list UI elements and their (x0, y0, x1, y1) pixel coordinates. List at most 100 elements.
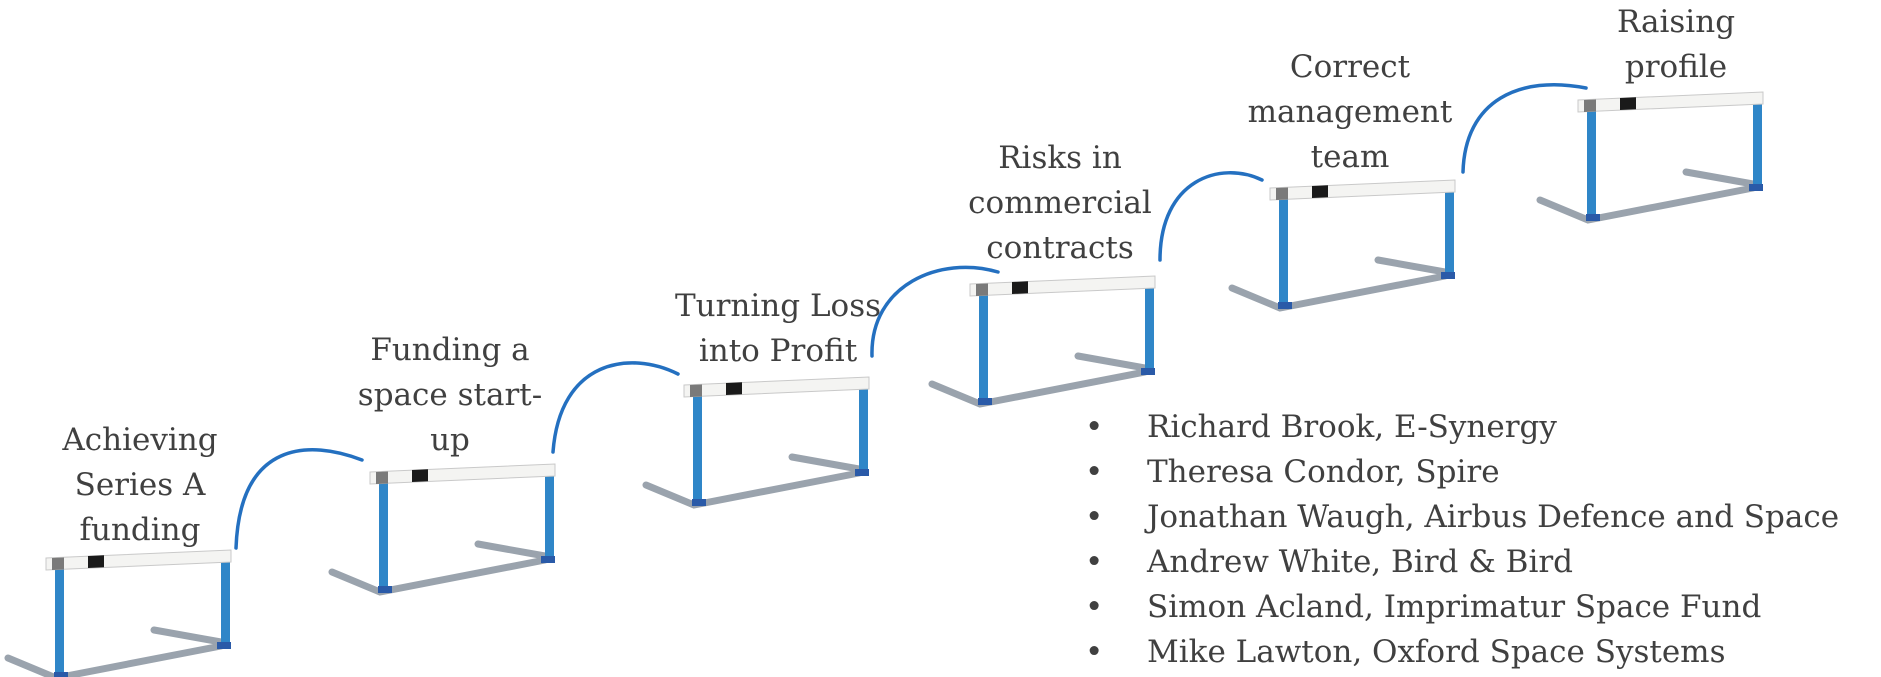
speaker-list: • Richard Brook, E-Synergy • Theresa Condor… (1085, 405, 1839, 675)
hurdle-left-post (693, 395, 702, 503)
hurdle-foot-rail (1682, 168, 1757, 188)
bullet-icon: • (1085, 409, 1104, 445)
hurdle-base (1536, 184, 1757, 224)
jump-arc-3 (870, 265, 1000, 358)
hurdle-foot (978, 398, 992, 405)
hurdle-bar (683, 376, 870, 398)
hurdle-bar-stripe (1620, 97, 1636, 110)
hurdle-foot (54, 672, 68, 677)
hurdle-foot (692, 499, 706, 506)
hurdle-foot-rail (1374, 256, 1449, 276)
hurdle-bar-stripe (1312, 185, 1328, 198)
hurdle-bar (1269, 179, 1456, 201)
hurdle-foot (1141, 368, 1155, 375)
speaker-item: • Jonathan Waugh, Airbus Defence and Spac… (1085, 495, 1839, 540)
speaker-name: Theresa Condor, Spire (1147, 454, 1500, 490)
jump-arc-4 (1158, 171, 1264, 262)
hurdle-label-line: Correct (1289, 49, 1411, 85)
bullet-icon: • (1085, 454, 1104, 490)
speaker-name: Mike Lawton, Oxford Space Systems (1147, 634, 1726, 670)
hurdle-label-line: space start- (357, 377, 543, 413)
hurdle-label-line: Raising (1616, 4, 1736, 40)
hurdle-label-line: funding (79, 512, 201, 548)
hurdle-bar (45, 549, 232, 571)
hurdle-4 (928, 275, 1156, 408)
hurdle-right-post (221, 560, 230, 646)
bullet-icon: • (1085, 634, 1104, 670)
hurdle-left-post (379, 482, 388, 590)
hurdle-label-line: management (1247, 94, 1453, 130)
hurdle-foot (1749, 184, 1763, 191)
hurdle-foot-rail (1074, 352, 1149, 372)
hurdle-base (928, 368, 1149, 408)
hurdle-left-post (55, 568, 64, 676)
hurdle-foot (1278, 302, 1292, 309)
hurdle-label-line: profile (1624, 49, 1728, 85)
hurdle-right-post (1145, 286, 1154, 372)
jump-arc-5 (1461, 83, 1588, 174)
hurdle-bar-stripe (412, 469, 428, 482)
speaker-name: Jonathan Waugh, Airbus Defence and Space (1147, 499, 1840, 535)
hurdle-foot (1586, 214, 1600, 221)
hurdle-foot (541, 556, 555, 563)
hurdle-left-post (1587, 110, 1596, 218)
hurdle-bar-stripe (726, 382, 742, 395)
hurdle-bar (369, 463, 556, 485)
speaker-item: • Mike Lawton, Oxford Space Systems (1085, 630, 1839, 675)
hurdle-bar-stripe (1584, 99, 1596, 112)
hurdle-bar-stripe (1012, 281, 1028, 294)
hurdle-left-post (1279, 198, 1288, 306)
hurdle-right-post (1753, 102, 1762, 188)
hurdle-bar-stripe (976, 283, 988, 296)
hurdle-bar-stripe (52, 557, 64, 570)
hurdle-right-post (859, 387, 868, 473)
hurdle-label-line: Achieving (62, 422, 218, 458)
bullet-icon: • (1085, 499, 1104, 535)
hurdle-left-post (979, 294, 988, 402)
hurdle-base (4, 642, 225, 677)
hurdle-bar-stripe (1276, 187, 1288, 200)
hurdle-label-line: into Profit (698, 333, 858, 369)
hurdle-bar (1577, 91, 1764, 113)
hurdle-label-line: team (1310, 139, 1390, 175)
speaker-name: Simon Acland, Imprimatur Space Fund (1147, 589, 1762, 625)
speaker-item: • Richard Brook, E-Synergy (1085, 405, 1839, 450)
hurdle-right-post (1445, 190, 1454, 276)
bullet-icon: • (1085, 589, 1104, 625)
hurdle-bar (969, 275, 1156, 297)
hurdle-label-line: Funding a (370, 332, 530, 368)
hurdle-foot (378, 586, 392, 593)
hurdle-label-line: Turning Loss (674, 288, 882, 324)
hurdle-right-post (545, 474, 554, 560)
speaker-item: • Simon Acland, Imprimatur Space Fund (1085, 585, 1839, 630)
hurdle-bar-stripe (376, 471, 388, 484)
speaker-item: •Andrew White, Bird & Bird (1085, 540, 1839, 585)
jump-arc-1 (234, 448, 364, 550)
speaker-name: Andrew White, Bird & Bird (1147, 544, 1574, 580)
hurdle-label-line: Series A (74, 467, 206, 503)
hurdle-5 (1228, 179, 1456, 312)
hurdle-2 (328, 463, 556, 596)
speaker-item: • Theresa Condor, Spire (1085, 450, 1839, 495)
hurdle-base (328, 556, 549, 596)
hurdle-label-2: Funding a space start-up (330, 328, 570, 463)
hurdle-label-6: Raising profile (1556, 0, 1796, 90)
hurdle-bar-stripe (690, 384, 702, 397)
hurdle-label-5: Correct management team (1230, 45, 1470, 180)
hurdle-foot-rail (150, 626, 225, 646)
hurdle-label-4: Risks in commercial contracts (940, 136, 1180, 271)
hurdle-base (642, 469, 863, 509)
hurdle-foot (855, 469, 869, 476)
jump-arc-2 (551, 361, 680, 454)
hurdle-foot (217, 642, 231, 649)
speaker-name: Richard Brook, E-Synergy (1147, 409, 1557, 445)
hurdle-label-line: commercial (968, 185, 1152, 221)
hurdle-label-line: contracts (986, 230, 1134, 266)
hurdle-bar-stripe (88, 555, 104, 568)
hurdle-label-line: up (430, 422, 470, 458)
hurdle-label-line: Risks in (998, 140, 1122, 176)
hurdle-foot (1441, 272, 1455, 279)
hurdle-foot-rail (788, 453, 863, 473)
